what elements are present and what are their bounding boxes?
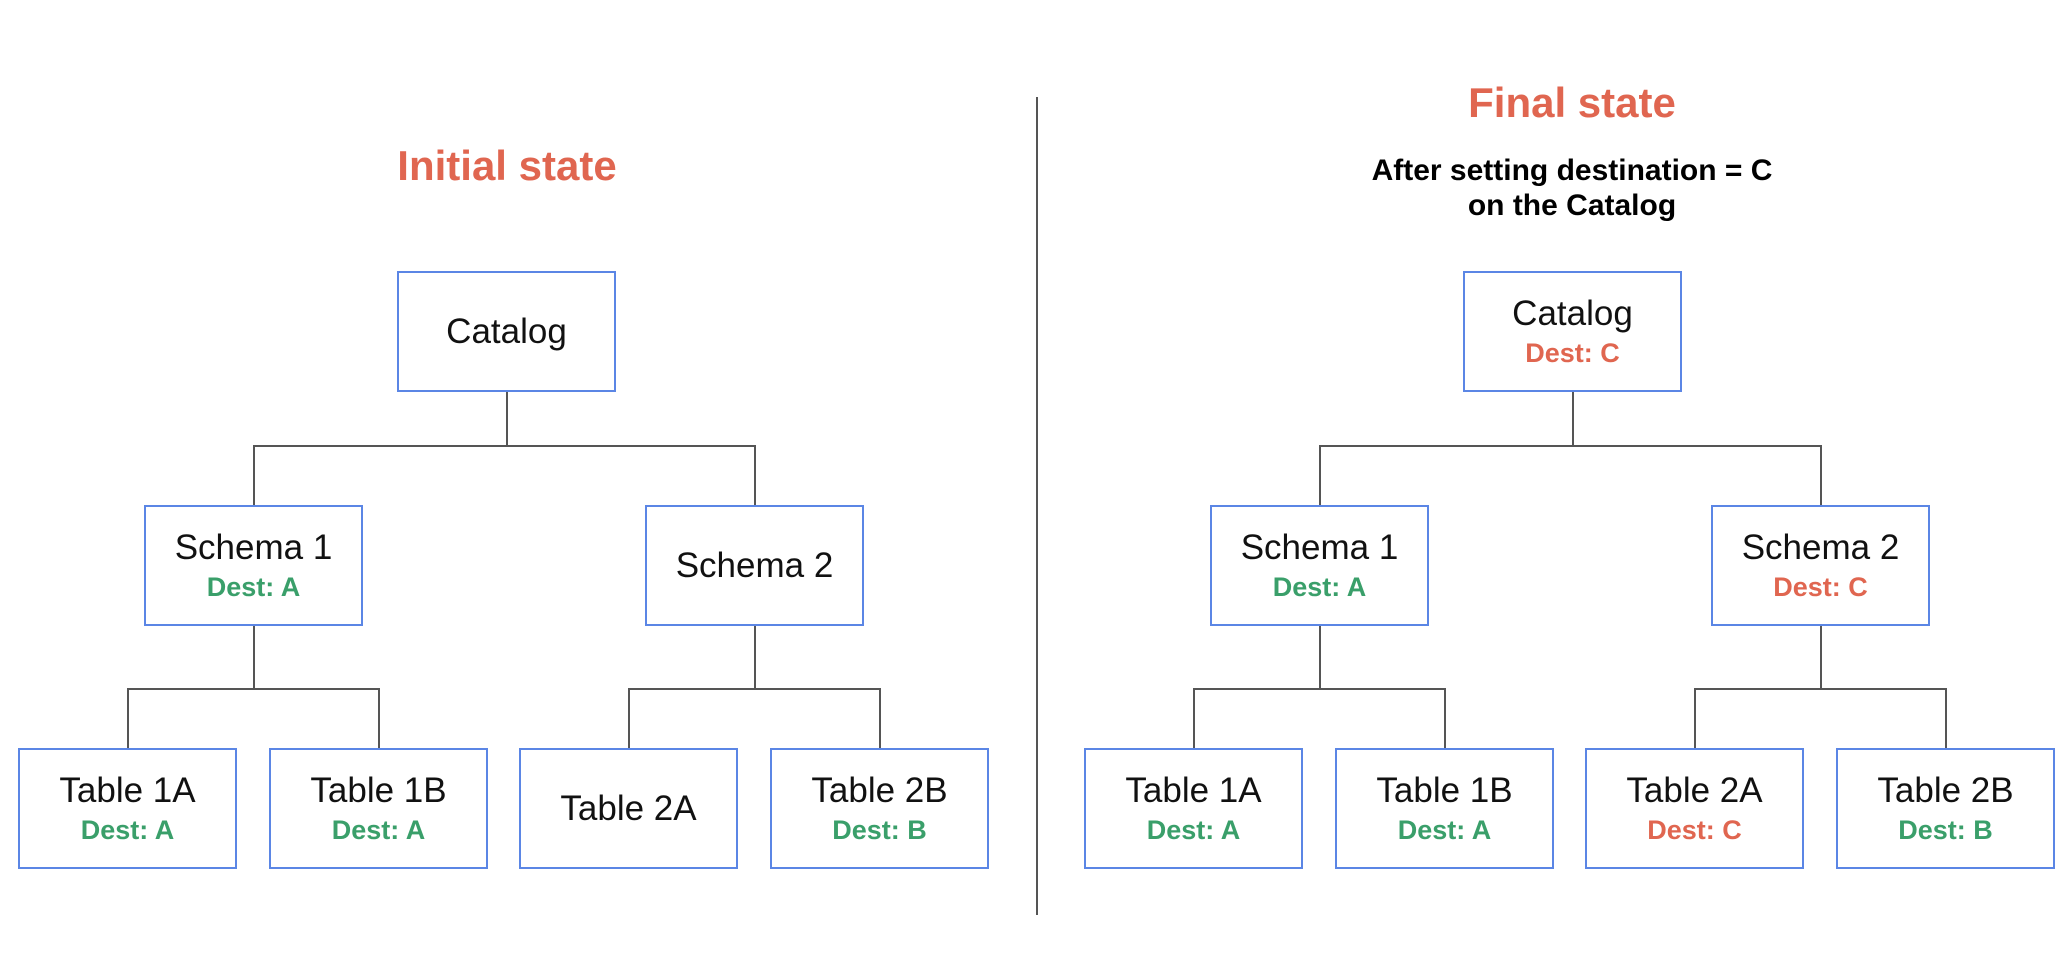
connector bbox=[1319, 445, 1822, 447]
connector bbox=[1820, 625, 1822, 688]
final-state-title: Final state bbox=[1468, 79, 1676, 126]
connector bbox=[127, 688, 129, 748]
node-dest: Dest: C bbox=[1647, 814, 1742, 845]
node-dest: Dest: A bbox=[331, 814, 426, 845]
node-label: Table 1B bbox=[310, 770, 447, 810]
connector bbox=[1945, 688, 1947, 748]
node-label: Catalog bbox=[1512, 293, 1633, 333]
node-label: Table 2A bbox=[560, 788, 697, 828]
connector bbox=[754, 445, 756, 505]
node-label: Schema 1 bbox=[174, 527, 333, 567]
table-1a-node: Table 1A Dest: A bbox=[18, 748, 237, 869]
node-label: Table 2A bbox=[1626, 770, 1763, 810]
node-dest: Dest: A bbox=[206, 571, 301, 602]
table-2a-node: Table 2A bbox=[519, 748, 738, 869]
connector bbox=[1193, 688, 1195, 748]
table-2b-node: Table 2B Dest: B bbox=[770, 748, 989, 869]
final-state-subtitle-line-1: After setting destination = C bbox=[1371, 154, 1773, 187]
node-dest: Dest: A bbox=[80, 814, 175, 845]
schema-2-node: Schema 2 Dest: C bbox=[1711, 505, 1930, 626]
node-label: Schema 2 bbox=[675, 545, 834, 585]
schema-2-node: Schema 2 bbox=[645, 505, 864, 626]
schema-1-node: Schema 1 Dest: A bbox=[144, 505, 363, 626]
node-label: Table 1B bbox=[1376, 770, 1513, 810]
node-dest: Dest: A bbox=[1146, 814, 1241, 845]
node-dest: Dest: A bbox=[1272, 571, 1367, 602]
connector bbox=[628, 688, 881, 690]
table-1b-node: Table 1B Dest: A bbox=[269, 748, 488, 869]
table-2a-node: Table 2A Dest: C bbox=[1585, 748, 1804, 869]
node-label: Table 2B bbox=[1877, 770, 2014, 810]
connector bbox=[253, 445, 756, 447]
connector bbox=[1694, 688, 1696, 748]
node-dest: Dest: B bbox=[1898, 814, 1993, 845]
panel-divider bbox=[1036, 97, 1038, 915]
connector bbox=[1694, 688, 1947, 690]
node-label: Catalog bbox=[446, 311, 567, 351]
connector bbox=[253, 445, 255, 505]
catalog-node: Catalog Dest: C bbox=[1463, 271, 1682, 392]
node-dest: Dest: A bbox=[1397, 814, 1492, 845]
connector bbox=[127, 688, 380, 690]
node-dest: Dest: C bbox=[1773, 571, 1868, 602]
connector bbox=[754, 625, 756, 688]
node-dest: Dest: C bbox=[1525, 337, 1620, 368]
node-label: Schema 2 bbox=[1741, 527, 1900, 567]
table-1b-node: Table 1B Dest: A bbox=[1335, 748, 1554, 869]
schema-1-node: Schema 1 Dest: A bbox=[1210, 505, 1429, 626]
connector bbox=[378, 688, 380, 748]
connector bbox=[628, 688, 630, 748]
connector bbox=[1319, 625, 1321, 688]
connector bbox=[506, 391, 508, 446]
table-2b-node: Table 2B Dest: B bbox=[1836, 748, 2055, 869]
connector bbox=[1820, 445, 1822, 505]
connector bbox=[253, 625, 255, 688]
initial-state-title: Initial state bbox=[397, 142, 617, 189]
catalog-node: Catalog bbox=[397, 271, 616, 392]
final-state-subtitle-line-2: on the Catalog bbox=[1467, 189, 1677, 222]
node-label: Table 1A bbox=[1125, 770, 1262, 810]
table-1a-node: Table 1A Dest: A bbox=[1084, 748, 1303, 869]
connector bbox=[1572, 391, 1574, 446]
node-dest: Dest: B bbox=[832, 814, 927, 845]
connector bbox=[879, 688, 881, 748]
node-label: Schema 1 bbox=[1240, 527, 1399, 567]
node-label: Table 1A bbox=[59, 770, 196, 810]
connector bbox=[1444, 688, 1446, 748]
connector bbox=[1319, 445, 1321, 505]
connector bbox=[1193, 688, 1446, 690]
node-label: Table 2B bbox=[811, 770, 948, 810]
